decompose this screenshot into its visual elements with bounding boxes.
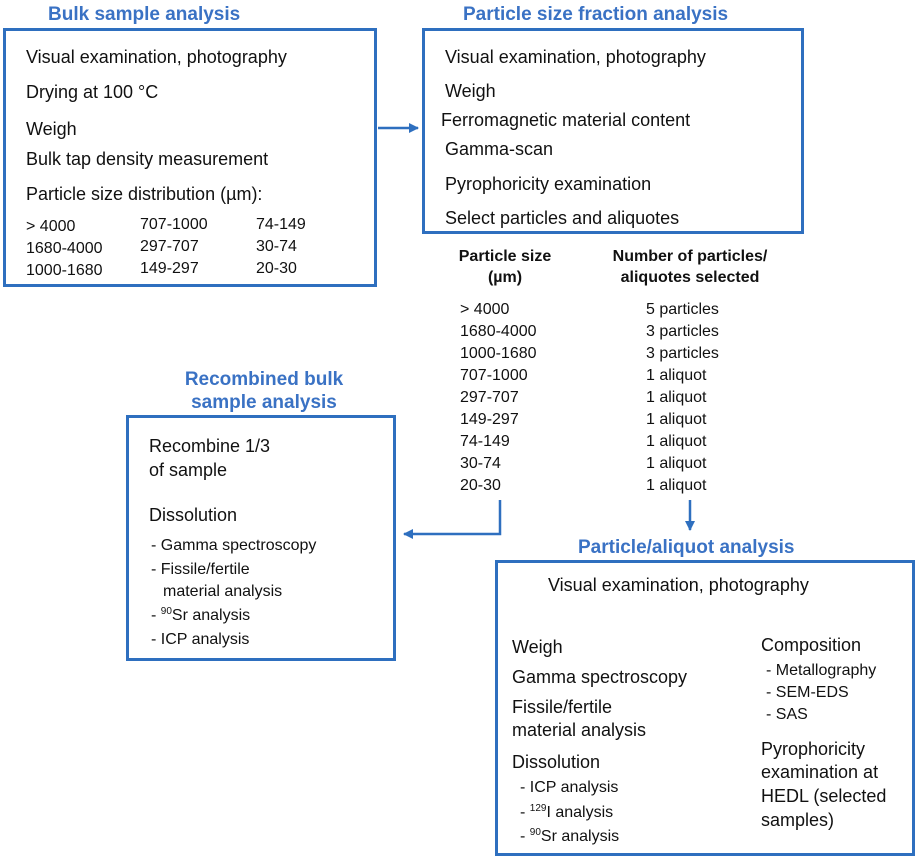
size-value: 20-30 <box>460 477 501 494</box>
recombine-line: Recombine 1/3 <box>149 436 271 456</box>
bulk-item: Weigh <box>26 119 77 139</box>
icp-item: - ICP analysis <box>151 631 250 648</box>
bulk-sizes-col2: 707-1000 297-707 149-297 <box>140 214 208 280</box>
bulk-item: Drying at 100 °C <box>26 82 159 102</box>
size-value: 149-297 <box>460 411 519 428</box>
size-value: > 4000 <box>26 218 76 235</box>
aliquot-title: Particle/aliquot analysis <box>578 537 795 558</box>
aliquot-pyro: HEDL (selected <box>761 786 887 806</box>
bulk-item: Particle size distribution (µm): <box>26 184 263 204</box>
fraction-item: Weigh <box>445 81 496 101</box>
bulk-sizes-col3: 74-149 30-74 20-30 <box>256 214 306 280</box>
selection-sizes: > 4000 1680-4000 1000-1680 707-1000 297-… <box>460 299 537 497</box>
size-value: 30-74 <box>256 238 297 255</box>
bulk-item: Bulk tap density measurement <box>26 149 269 169</box>
recombine-line: of sample <box>149 460 228 480</box>
size-value: 30-74 <box>460 455 501 472</box>
count-value: 3 particles <box>646 323 719 340</box>
aliquot-sr90: - 90Sr analysis <box>520 827 620 846</box>
count-value: 1 aliquot <box>646 433 707 450</box>
aliquot-fissile: Fissile/fertile <box>512 697 613 717</box>
count-value: 1 aliquot <box>646 477 707 494</box>
count-value: 1 aliquot <box>646 367 707 384</box>
aliquot-gamma: Gamma spectroscopy <box>512 667 688 687</box>
aliquot-pyro: examination at <box>761 762 879 782</box>
size-value: 1680-4000 <box>460 323 537 340</box>
fraction-item: Visual examination, photography <box>445 47 706 67</box>
recombined-box: Recombine 1/3 of sample Dissolution - Ga… <box>126 415 396 661</box>
size-value: 1000-1680 <box>460 345 537 362</box>
count-value: 1 aliquot <box>646 411 707 428</box>
count-value: 1 aliquot <box>646 455 707 472</box>
size-value: 1680-4000 <box>26 240 103 257</box>
aliquot-fissile-cont: material analysis <box>512 720 647 740</box>
count-value: 3 particles <box>646 345 719 362</box>
aliquot-weigh: Weigh <box>512 637 563 657</box>
size-value: 20-30 <box>256 260 297 277</box>
count-value: 1 aliquot <box>646 389 707 406</box>
bulk-box: Visual examination, photography Drying a… <box>3 28 377 287</box>
aliquot-visual: Visual examination, photography <box>548 575 809 595</box>
size-value: 297-707 <box>140 238 199 255</box>
gamma-item: - Gamma spectroscopy <box>151 537 317 554</box>
aliquot-metallography: - Metallography <box>766 662 877 679</box>
fissile-item-cont: material analysis <box>163 583 283 600</box>
aliquot-sas: - SAS <box>766 706 808 723</box>
fraction-item: Gamma-scan <box>445 139 554 159</box>
aliquot-box: Visual examination, photography Weigh Ga… <box>495 560 915 856</box>
count-header: Number of particles/ aliquotes selected <box>612 248 768 286</box>
aliquot-icp: - ICP analysis <box>520 779 619 796</box>
aliquot-pyro: samples) <box>761 810 835 830</box>
size-value: 149-297 <box>140 260 199 277</box>
fraction-item: Ferromagnetic material content <box>441 110 691 130</box>
size-value: > 4000 <box>460 301 510 318</box>
aliquot-composition: Composition <box>761 635 862 655</box>
sr-item: - 90Sr analysis <box>151 606 251 625</box>
bulk-title: Bulk sample analysis <box>48 4 241 25</box>
fraction-item: Select particles and aliquotes <box>445 208 680 228</box>
bulk-sizes-col1: > 4000 1680-4000 1000-1680 <box>26 216 103 282</box>
size-value: 297-707 <box>460 389 519 406</box>
size-value: 74-149 <box>256 216 306 233</box>
fissile-item: - Fissile/fertile <box>151 561 250 578</box>
bulk-item: Visual examination, photography <box>26 47 287 67</box>
fraction-item: Pyrophoricity examination <box>445 174 652 194</box>
count-value: 5 particles <box>646 301 719 318</box>
aliquot-sem: - SEM-EDS <box>766 684 849 701</box>
size-value: 707-1000 <box>460 367 528 384</box>
selection-counts: 5 particles 3 particles 3 particles 1 al… <box>646 299 719 497</box>
dissolution-label: Dissolution <box>149 505 238 525</box>
size-header: Particle size (µm) <box>458 248 552 286</box>
recombined-title: Recombined bulk sample analysis <box>184 369 344 413</box>
aliquot-pyro: Pyrophoricity <box>761 739 866 759</box>
aliquot-i129: - 129I analysis <box>520 803 614 822</box>
arrow-sizes-to-recombined <box>403 500 502 539</box>
size-value: 1000-1680 <box>26 262 103 279</box>
size-value: 74-149 <box>460 433 510 450</box>
fraction-title: Particle size fraction analysis <box>463 4 729 25</box>
size-value: 707-1000 <box>140 216 208 233</box>
fraction-box: Visual examination, photography Weigh Fe… <box>422 28 804 234</box>
aliquot-dissolution: Dissolution <box>512 752 601 772</box>
